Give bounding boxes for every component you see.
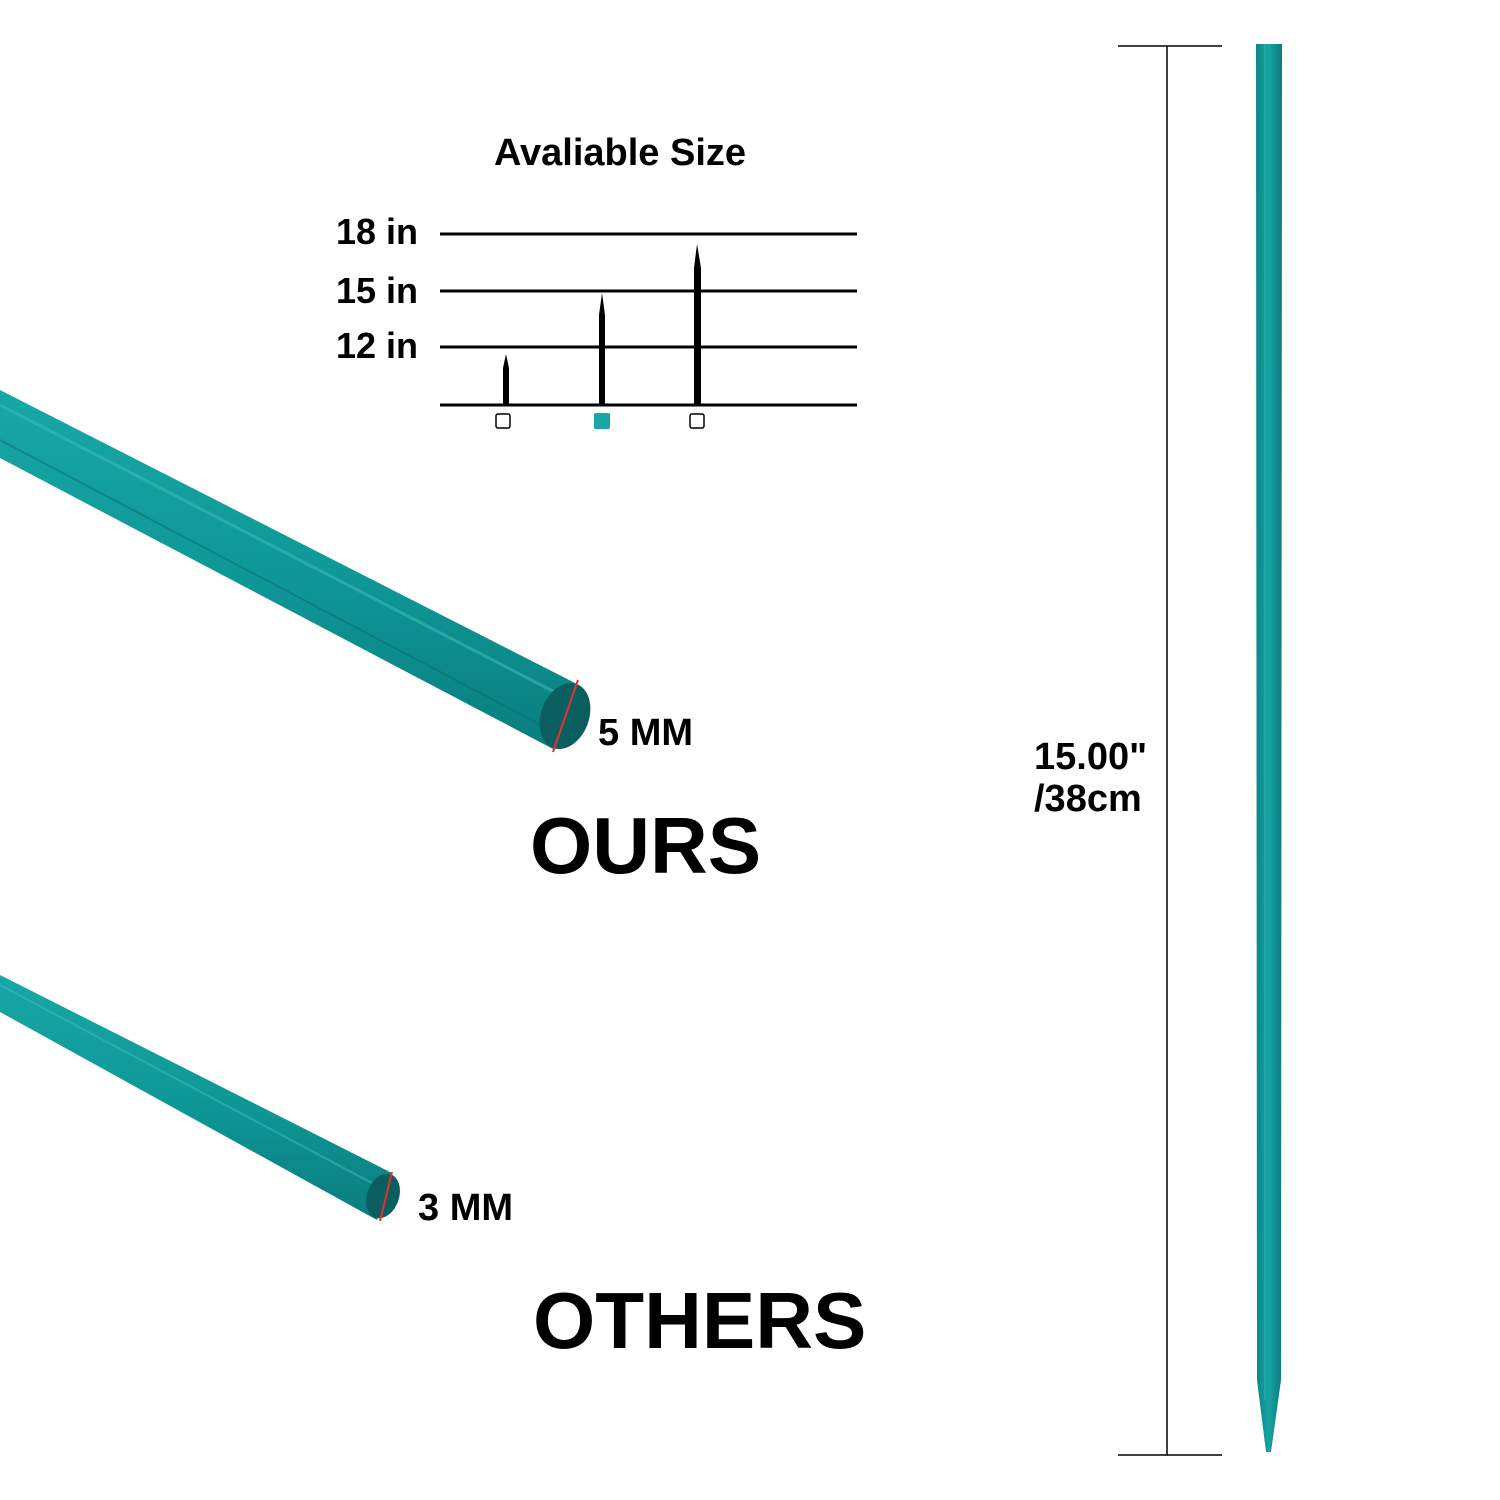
ours-stick [0,390,591,753]
length-dimension [1118,45,1222,1456]
ours-heading: OURS [530,801,762,890]
size-chart [440,232,857,429]
size-chart-title: Avaliable Size [493,132,747,174]
others-stick [0,975,400,1222]
others-diameter-marker [379,1171,393,1222]
others-diameter-label: 3 MM [418,1187,513,1229]
size-label-15: 15 in [336,270,419,311]
option-12-checkbox [495,413,511,429]
option-18-checkbox [689,413,705,429]
ours-diameter-label: 5 MM [598,712,693,754]
ours-diameter-marker [552,679,579,753]
size-label-12: 12 in [336,325,419,366]
others-stick-end [366,1173,400,1219]
skewer-18-icon [694,244,701,405]
skewer-12-icon [503,354,509,405]
option-15-checkbox [594,413,610,429]
length-inches-label: 15.00" [1034,736,1148,778]
length-cm-label: /38cm [1034,778,1142,820]
vertical-skewer [1256,44,1282,1452]
skewer-15-icon [599,293,605,405]
size-label-18: 18 in [336,211,419,252]
others-heading: OTHERS [533,1276,867,1365]
